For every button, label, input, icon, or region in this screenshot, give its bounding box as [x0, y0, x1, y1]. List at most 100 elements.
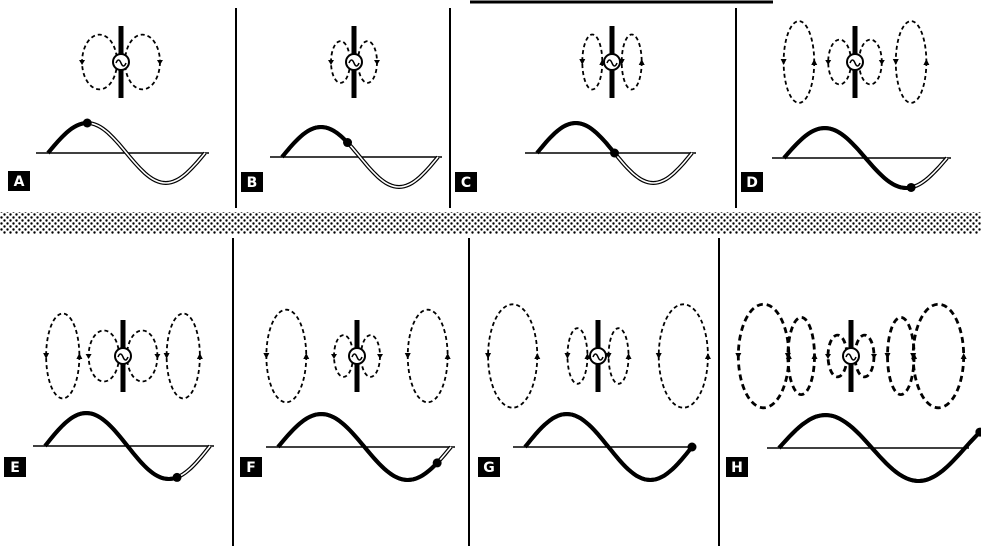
wave-progress: [782, 125, 912, 190]
field-arrow: [303, 353, 310, 359]
wave-progress: [523, 411, 694, 483]
field-arrow: [735, 353, 742, 359]
field-arrow: [780, 59, 787, 65]
panel-label-box: [240, 457, 262, 477]
detached-field-loop: [620, 33, 643, 91]
field-arrow: [331, 354, 337, 359]
field-arrow: [923, 59, 930, 65]
field-arrow: [485, 353, 492, 359]
detached-field-loop: [581, 33, 604, 91]
field-arrow: [534, 353, 541, 359]
panel-h: H: [726, 302, 981, 484]
field-arrow: [878, 60, 885, 65]
field-arrow: [404, 353, 411, 359]
field-arrow: [79, 60, 86, 65]
field-arrow: [579, 59, 586, 65]
panel-label-box: [726, 457, 748, 477]
detached-field-loop: [165, 312, 201, 400]
panel-label: H: [731, 460, 743, 476]
panel-label-box: [741, 172, 763, 192]
phase-marker: [172, 472, 182, 482]
field-arrow: [825, 60, 832, 65]
wave-progress: [535, 121, 617, 155]
sine-glyph-icon: [606, 59, 618, 67]
field-arrow: [444, 353, 451, 359]
field-arrow: [704, 353, 711, 359]
panel-e: E: [4, 312, 214, 482]
field-arrow: [584, 353, 591, 359]
phase-marker: [343, 138, 353, 148]
detached-field-loop: [657, 303, 709, 409]
panel-label-box: [8, 171, 30, 191]
sine-glyph-icon: [351, 353, 363, 361]
field-arrow: [811, 59, 818, 65]
panel-g: G: [478, 303, 711, 483]
panel-c: C: [455, 26, 696, 192]
detached-field-loop: [566, 327, 589, 385]
panel-d: D: [741, 20, 951, 192]
panel-a: A: [8, 26, 209, 191]
panel-label: A: [14, 174, 25, 190]
detached-field-loop: [45, 312, 81, 400]
panel-label: D: [746, 175, 758, 191]
detached-field-loop: [911, 302, 966, 410]
field-arrow: [960, 353, 967, 359]
detached-field-loop: [782, 20, 816, 104]
field-arrow: [811, 353, 818, 359]
detached-field-loop: [487, 303, 539, 409]
field-arrow: [156, 60, 163, 65]
panel-label: B: [247, 175, 258, 191]
wave-progress: [276, 411, 439, 483]
wave-progress: [43, 410, 178, 482]
sine-glyph-icon: [845, 353, 857, 361]
field-arrow: [785, 353, 792, 359]
detached-field-loop: [265, 308, 308, 404]
field-arrow: [374, 60, 380, 65]
panel-label-box: [241, 172, 263, 192]
field-arrow: [638, 59, 645, 65]
phase-marker: [906, 182, 916, 192]
field-arrow: [884, 353, 891, 359]
phase-marker: [82, 118, 92, 128]
panel-label: E: [10, 460, 20, 476]
detached-field-loop: [886, 315, 916, 396]
detached-field-loop: [607, 327, 630, 385]
field-arrow: [154, 354, 161, 359]
detached-field-loop: [894, 20, 928, 104]
field-arrow: [263, 353, 270, 359]
phase-marker: [975, 427, 981, 437]
phase-marker: [432, 458, 442, 468]
field-arrow: [196, 353, 203, 359]
field-arrow: [625, 353, 632, 359]
panel-b: B: [241, 26, 442, 192]
panel-label: G: [483, 460, 495, 476]
phase-marker: [610, 148, 619, 158]
field-loop: [124, 33, 161, 91]
panel-label: F: [246, 460, 256, 476]
phase-marker: [687, 442, 697, 452]
field-arrow: [328, 60, 334, 65]
field-loop: [81, 33, 118, 91]
field-arrow: [43, 353, 50, 359]
wave-progress: [280, 125, 349, 159]
sine-glyph-icon: [592, 353, 604, 361]
panel-f: F: [240, 308, 455, 483]
panels-group: A B C D E F G H: [4, 20, 981, 484]
panel-label-box: [4, 457, 26, 477]
detached-field-loop: [786, 315, 816, 396]
sine-glyph-icon: [117, 353, 129, 361]
field-arrow: [910, 353, 917, 359]
panel-label-box: [455, 172, 477, 192]
detached-field-loop: [406, 308, 449, 404]
panel-label: C: [461, 175, 471, 191]
field-arrow: [825, 354, 831, 359]
field-arrow: [564, 353, 571, 359]
field-arrow: [85, 354, 92, 359]
wave-progress: [777, 412, 981, 484]
panel-label-box: [478, 457, 500, 477]
halftone-separator: [0, 212, 981, 234]
sine-glyph-icon: [348, 59, 360, 67]
sine-glyph-icon: [849, 59, 861, 67]
